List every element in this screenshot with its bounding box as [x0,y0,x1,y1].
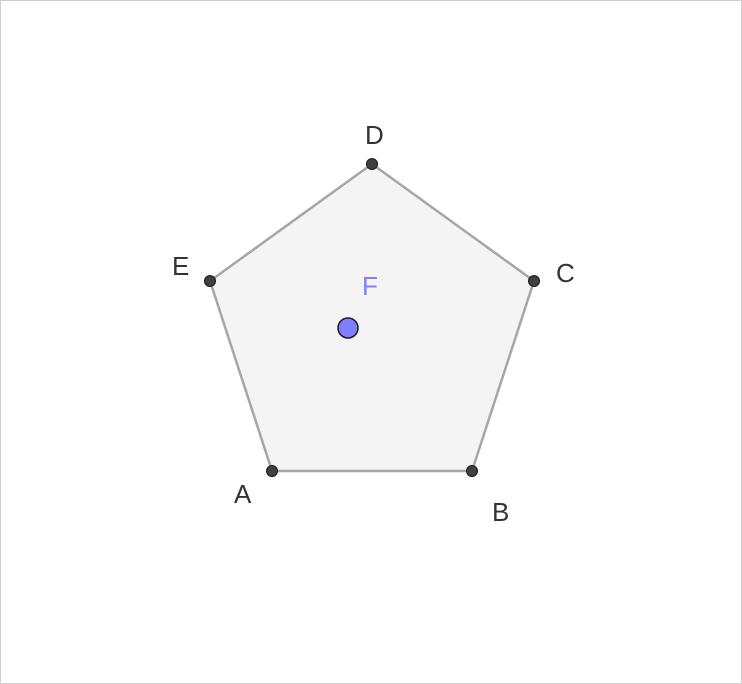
label-B: B [492,497,509,527]
edge-BC[interactable] [470,279,536,473]
edge-EA[interactable] [208,279,274,473]
edge-DE[interactable] [208,162,374,283]
point-D[interactable] [366,158,378,170]
label-A: A [234,479,252,509]
point-E[interactable] [204,275,216,287]
point-B[interactable] [466,465,478,477]
label-D: D [365,120,384,150]
pentagon-fill [210,164,534,471]
edge-CD[interactable] [370,162,536,283]
label-F: F [362,271,378,301]
point-A[interactable] [266,465,278,477]
label-E: E [172,251,189,281]
label-C: C [556,258,575,288]
point-C[interactable] [528,275,540,287]
point-F[interactable] [337,317,359,339]
